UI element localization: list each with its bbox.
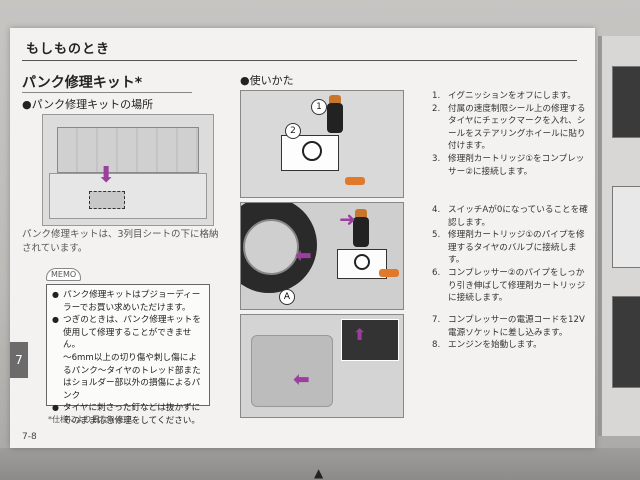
section-title: パンク修理キット* xyxy=(22,75,143,91)
step-item: 4.スイッチAが0になっていることを確認します。 xyxy=(432,205,588,228)
power-plug-icon xyxy=(379,269,399,277)
facing-page xyxy=(598,36,640,436)
arrow-left-icon: ⬅ xyxy=(293,367,310,391)
steps-group-1: 1.イグニッションをオフにします。 2.付属の速度制限シール上の修理するタイヤに… xyxy=(432,90,592,178)
sealant-cartridge xyxy=(327,95,343,133)
memo-item: パンク修理キットはプジョーディーラーでお買い求めいただけます。 xyxy=(52,289,204,314)
header-rule xyxy=(22,60,577,61)
step-item: 2.付属の速度制限シール上の修理するタイヤにチェックマークを入れ、シールをステア… xyxy=(432,103,586,152)
compressor-unit xyxy=(281,135,339,171)
memo-box: パンク修理キットはプジョーディーラーでお買い求めいただけます。 つぎのときは、パ… xyxy=(46,284,210,426)
desk-surface xyxy=(0,448,640,480)
power-plug-icon xyxy=(345,177,365,185)
memo-item: つぎのときは、パンク修理キットを使用して修理することができません。 xyxy=(52,314,204,352)
pressure-gauge-icon xyxy=(354,254,370,270)
third-row-seat xyxy=(57,127,199,173)
arrow-up-icon: ⬆ xyxy=(353,325,367,344)
steps-group-3: 7.コンプレッサーの電源コードを12V電源ソケットに差し込みます。 8.エンジン… xyxy=(432,314,592,352)
step-item: 6.コンプレッサー②のパイプをしっかり引き伸ばして修理剤カートリッジに接続します… xyxy=(432,267,586,304)
arrow-down-icon: ⬇ xyxy=(97,163,116,188)
step-item: 1.イグニッションをオフにします。 xyxy=(432,91,576,101)
howto-heading: ●使いかた xyxy=(240,74,294,87)
facing-page-image xyxy=(612,186,640,268)
steps-group-2: 4.スイッチAが0になっていることを確認します。 5.修理剤カートリッジ①のパイ… xyxy=(432,204,592,305)
location-caption: パンク修理キットは、3列目シートの下に格納されています。 xyxy=(22,229,219,254)
location-heading: ●パンク修理キットの場所 xyxy=(22,98,154,111)
step-item: 8.エンジンを始動します。 xyxy=(432,340,542,351)
compressor-unit xyxy=(337,249,387,279)
step-item: 5.修理剤カートリッジ①のパイプを修理するタイヤのバルブに接続します。 xyxy=(432,230,585,266)
socket-inset xyxy=(341,319,399,361)
figure-power-socket: ⬅ ⬆ xyxy=(240,314,404,418)
sealant-cartridge xyxy=(353,209,369,247)
repair-kit-location xyxy=(89,191,125,209)
trunk-floor xyxy=(49,173,207,219)
figure-tire-connection: ➜ ⬅ A xyxy=(240,202,404,310)
trunk-illustration: ⬇ xyxy=(42,114,214,226)
callout-1: 1 xyxy=(311,99,327,115)
arrow-right-icon: ➜ xyxy=(339,207,356,231)
pressure-gauge-icon xyxy=(302,141,322,161)
footnote: *仕様により異なります。 xyxy=(48,415,140,424)
memo-item: タイヤに刺さった釘などは抜かずにそのまま応急修理をしてください。 xyxy=(52,402,204,427)
chapter-tab: 7 xyxy=(10,342,28,378)
facing-page-image xyxy=(612,66,640,138)
center-console xyxy=(251,335,333,407)
page-edge xyxy=(598,36,602,436)
memo-subitem: ～6mm以上の切り傷や刺し傷によるパンク～タイヤのトレッド部またはショルダー部以… xyxy=(63,352,201,401)
switch-a-label: A xyxy=(279,289,295,305)
facing-page-image xyxy=(612,296,640,388)
page-number: 7-8 xyxy=(22,432,37,442)
section-rule xyxy=(22,92,192,93)
mouse-cursor-icon: ▲ xyxy=(314,466,324,480)
memo-tag: MEMO xyxy=(46,268,82,281)
step-item: 7.コンプレッサーの電源コードを12V電源ソケットに差し込みます。 xyxy=(432,315,585,338)
chapter-header: もしものとき xyxy=(26,42,111,57)
callout-2: 2 xyxy=(285,123,301,139)
figure-compressor-kit: 1 2 xyxy=(240,90,404,198)
arrow-left-icon: ⬅ xyxy=(295,243,312,267)
step-item: 3.修理剤カートリッジ①をコンプレッサー②に接続します。 xyxy=(432,153,585,177)
